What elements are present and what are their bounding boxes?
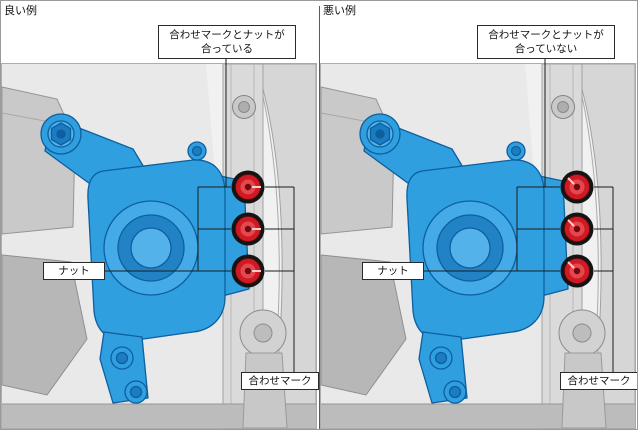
panel-divider — [319, 6, 320, 429]
nut — [560, 170, 594, 204]
alignment-callout-good: 合わせマークとナットが 合っている — [158, 25, 296, 59]
alignment-callout-bad: 合わせマークとナットが 合っていない — [477, 25, 615, 59]
leader-lines — [105, 58, 295, 372]
nut-label: ナット — [43, 262, 105, 280]
alignment-mark-label: 合わせマーク — [560, 372, 637, 390]
nut — [560, 254, 594, 288]
panel-bad-example: 悪い例 合わせマークとナットが 合っていない ナット 合わせマーク — [320, 1, 637, 429]
engine-mount-highlighted — [359, 113, 569, 404]
bad-example-illustration — [320, 58, 636, 429]
nut — [231, 170, 265, 204]
nut — [231, 254, 265, 288]
callout-line1: 合わせマークとナットが — [488, 29, 604, 41]
nuts-aligned — [231, 170, 265, 288]
callout-line1: 合わせマークとナットが — [169, 29, 285, 41]
panel-title-good: 良い例 — [4, 4, 37, 17]
callout-line2: 合っていない — [514, 43, 578, 55]
nut-label: ナット — [362, 262, 424, 280]
good-example-illustration — [1, 58, 317, 429]
background-machinery — [320, 63, 636, 429]
panel-good-example: 良い例 合わせマークとナットが 合っている ナット 合わせマーク — [1, 1, 320, 429]
engine-mount-highlighted — [40, 113, 250, 404]
nut — [560, 212, 594, 246]
alignment-mark-label: 合わせマーク — [241, 372, 319, 390]
callout-line2: 合っている — [201, 43, 253, 55]
leader-lines — [424, 58, 614, 372]
nuts-misaligned — [560, 170, 594, 288]
panel-title-bad: 悪い例 — [323, 4, 356, 17]
nut — [231, 212, 265, 246]
